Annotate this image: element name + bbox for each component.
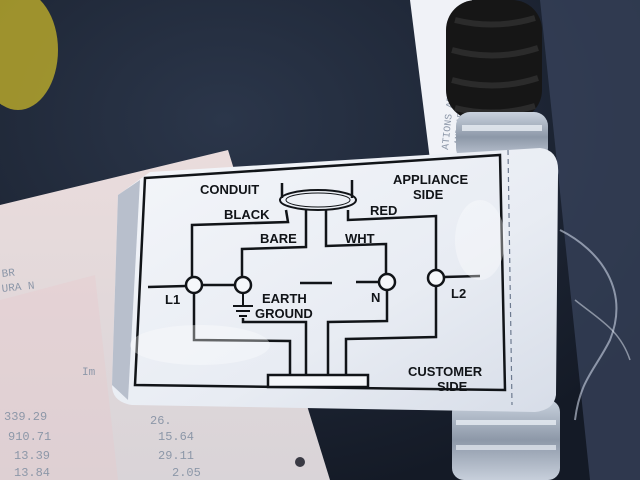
label-appliance-side: SIDE — [413, 187, 444, 202]
receipt-header-2: URA N — [1, 281, 35, 296]
ground-symbol — [233, 293, 253, 317]
label-ground: GROUND — [255, 306, 313, 321]
black-cable — [446, 0, 542, 120]
diagram-border — [133, 153, 507, 392]
terminal-dashes — [147, 274, 481, 289]
receipt-col1-3: 13.84 — [14, 466, 50, 480]
conduit-ellipse-inner — [285, 192, 351, 208]
sticker-shadow-edge — [112, 180, 140, 400]
plastic-highlight-2 — [574, 299, 631, 361]
receipt-dot — [295, 457, 305, 467]
conduit-ridge-top — [462, 125, 542, 131]
plastic-highlight — [559, 229, 618, 421]
sticker-glare-2 — [455, 200, 505, 280]
terminal-l2 — [426, 268, 446, 288]
receipt-col2-1: 15.64 — [158, 430, 194, 444]
label-earth: EARTH — [262, 291, 307, 306]
label-n: N — [371, 290, 380, 305]
bottom-conduit-bar — [266, 373, 370, 389]
wiring-sticker: CONDUIT APPLIANCE SIDE BLACK RED BARE WH… — [112, 148, 559, 412]
label-customer: CUSTOMER — [408, 364, 483, 379]
receipt-header-1: BR — [1, 268, 16, 281]
receipt-col2-3: 2.05 — [172, 466, 201, 480]
yellow-blur — [0, 0, 58, 110]
label-l2: L2 — [451, 286, 466, 301]
bare-wire — [240, 210, 308, 278]
label-red: RED — [370, 203, 397, 218]
conduit-ridge-2 — [456, 445, 556, 450]
label-wht: WHT — [345, 231, 375, 246]
label-l1: L1 — [165, 292, 180, 307]
customer-wire-l1 — [192, 293, 292, 375]
customer-wire-n — [326, 290, 389, 375]
label-appliance: APPLIANCE — [393, 172, 468, 187]
receipt-col2-2: 29.11 — [158, 449, 194, 463]
terminal-n — [377, 272, 397, 292]
customer-wire-ground — [241, 318, 308, 375]
label-black: BLACK — [224, 207, 270, 222]
white-wire — [324, 210, 388, 278]
receipt-col1-1: 910.71 — [8, 430, 51, 444]
label-customer-side: SIDE — [437, 379, 468, 394]
black-wire — [190, 209, 290, 283]
label-conduit: CONDUIT — [200, 182, 259, 197]
sticker-glare-1 — [130, 325, 270, 365]
label-bare: BARE — [260, 231, 297, 246]
terminal-l1 — [184, 275, 204, 295]
sticker-fold-line — [507, 149, 513, 406]
plastic-sheen — [540, 0, 640, 480]
terminal-ground — [233, 275, 253, 295]
receipt-col1-0: 339.29 — [4, 410, 47, 424]
conduit-ridge-1 — [456, 420, 556, 425]
conduit-coupling-bottom — [452, 400, 560, 480]
conduit-ellipse — [279, 189, 357, 211]
receipt-col1-2: 13.39 — [14, 449, 50, 463]
red-wire — [346, 210, 438, 272]
receipt-col2-0: 26. — [150, 414, 172, 428]
receipt-mid-text: Im — [82, 367, 96, 379]
customer-wire-l2 — [344, 286, 438, 375]
sticker-backing — [112, 148, 559, 412]
